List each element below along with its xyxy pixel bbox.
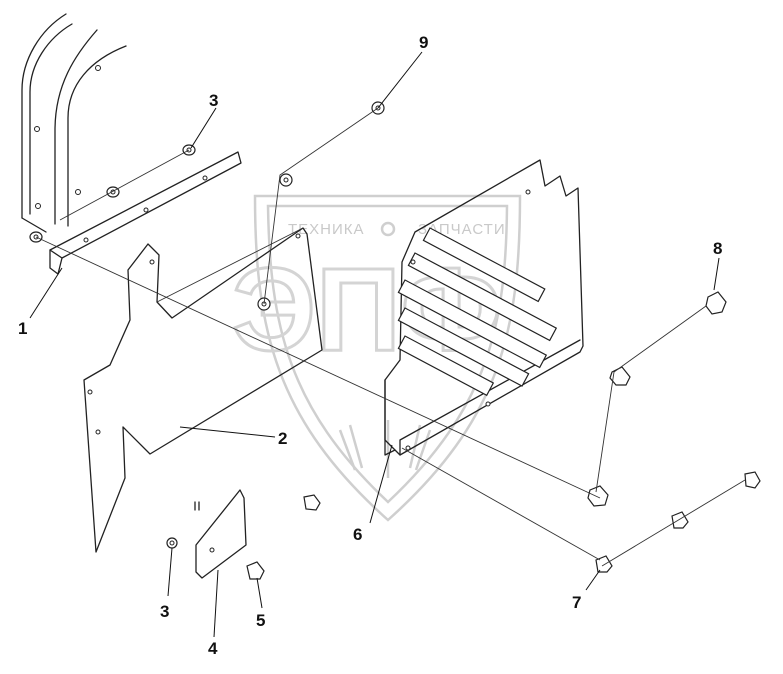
callout-4: 4: [208, 639, 218, 658]
bolt-icon: [744, 471, 761, 489]
callout-leaders: [29, 51, 720, 638]
nut-icon: [279, 173, 293, 187]
callout-7: 7: [572, 593, 581, 612]
fasteners: [29, 101, 761, 580]
nut-icon: [166, 537, 178, 549]
callout-3: 3: [209, 91, 218, 110]
part-1-strip: [49, 151, 242, 275]
bolt-icon: [246, 561, 265, 580]
cab-fender: [21, 13, 127, 233]
part-2-shield: [83, 227, 323, 553]
part-4-bracket: [194, 489, 247, 579]
callout-5: 5: [256, 611, 265, 630]
callout-8: 8: [713, 239, 722, 258]
callout-1: 1: [18, 319, 27, 338]
watermark-shield-inner: [266, 204, 509, 504]
assembly-lines: [35, 107, 746, 567]
watermark-shield: [253, 194, 522, 522]
bolt-icon: [587, 485, 609, 507]
bolt-icon: [303, 494, 321, 511]
wheat-icon: [338, 420, 432, 478]
callouts: 1 2 3 3 4 5 6 7 8 9: [18, 33, 722, 658]
bolt-icon: [671, 511, 689, 529]
bolt-icon: [595, 555, 613, 573]
gear-icon: [380, 221, 396, 237]
part-6-guard: [384, 159, 584, 456]
callout-3: 3: [160, 602, 169, 621]
callout-9: 9: [419, 33, 428, 52]
callout-6: 6: [353, 525, 362, 544]
bolt-icon: [705, 291, 727, 315]
callout-2: 2: [278, 429, 287, 448]
